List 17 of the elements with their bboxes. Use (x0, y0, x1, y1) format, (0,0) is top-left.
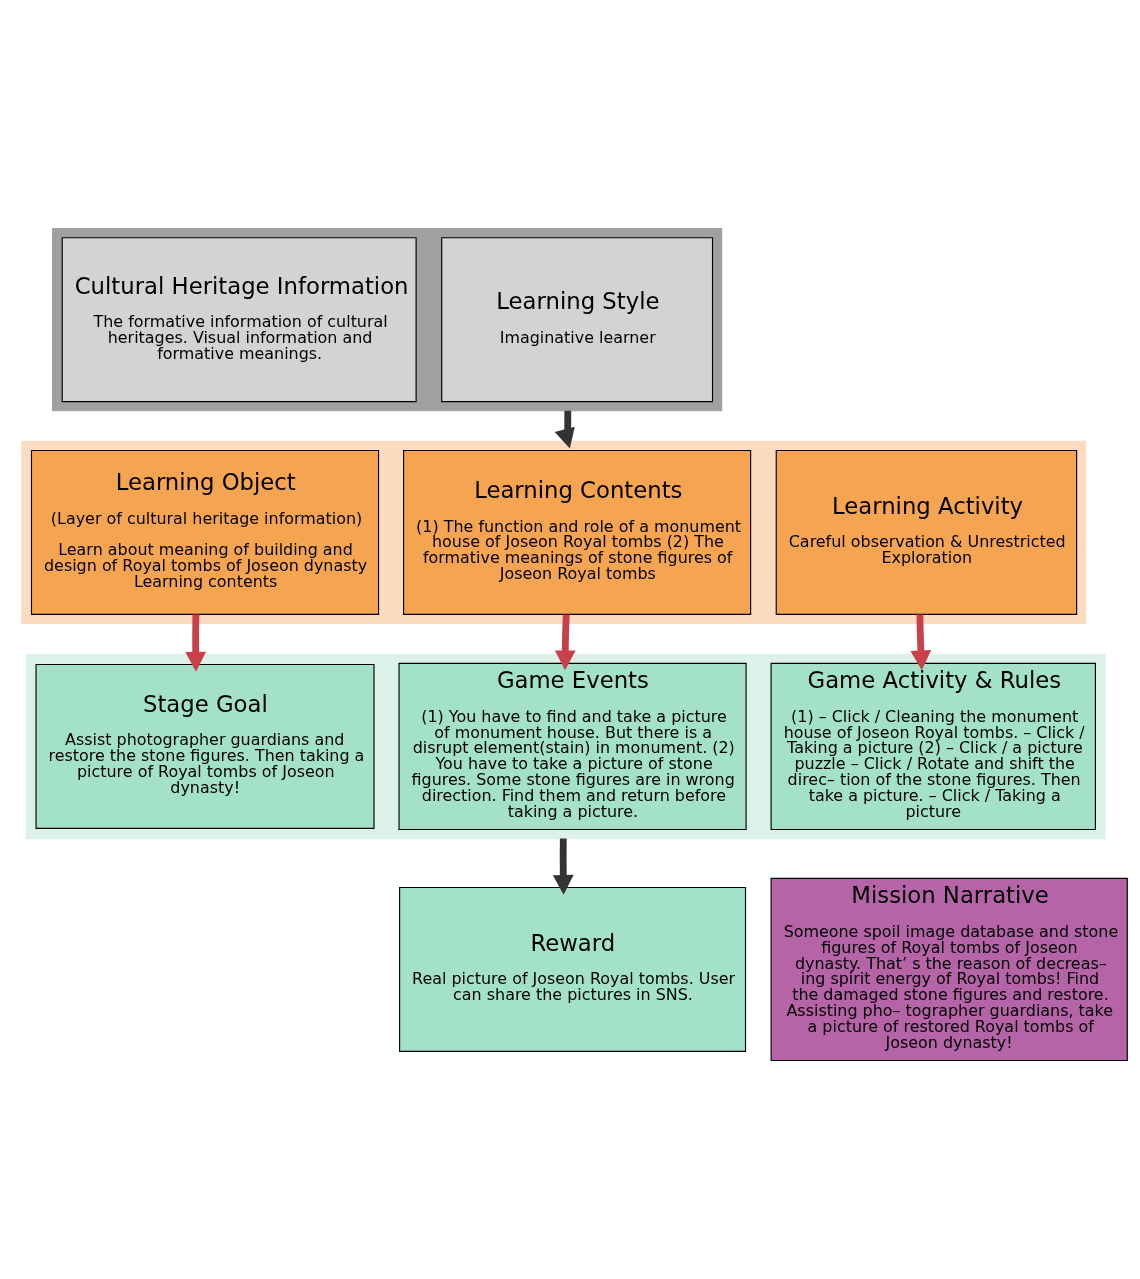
node-box: Stage Goal Assist photographer guardians and restore the stone figures. Then taking a picture of Royal tombs of Joseon dynasty! (35, 663, 375, 829)
arrow (554, 613, 576, 670)
node-box: Cultural Heritage Information The formative information of cultural heritages. Visual information and formative meanings. (61, 236, 417, 402)
arrow (554, 410, 575, 449)
node-box: Game Events (1) You have to find and take a picture of monument house. But there is a disrupt element(stain) in monument. (2) You have to take a picture of stone figures. Some stone figures are in wrong direction. Find them and return before taking a picture. (398, 662, 747, 830)
arrow (552, 838, 574, 895)
cluster (21, 440, 1087, 624)
node-box: Learning Object (Layer of cultural heritage information) Learn about meaning of building and design of Royal tombs of Joseon dynasty Learning contents (30, 449, 380, 615)
node-box: Learning Activity Careful observation & Unrestricted Exploration (775, 449, 1078, 615)
node-box: Reward Real picture of Joseon Royal tombs. User can share the pictures in SNS. (399, 886, 747, 1052)
node-box: Mission Narrative Someone spoil image database and stone figures of Royal tombs of Joseon dynasty. That’ s the reason of decreas– ing spirit energy of Royal tombs! Find the damaged stone figures and restore. Assisting pho– tographer guardians, take a picture of restored Royal tombs of Joseon dynasty! (770, 877, 1128, 1061)
node-box: Learning Style Imaginative learner (441, 236, 714, 402)
arrow (185, 613, 207, 672)
cluster (52, 227, 723, 411)
node-box: Learning Contents (1) The function and role of a monument house of Joseon Royal tombs (2) The formative meanings of stone figures of Joseon Royal tombs (403, 449, 752, 615)
node-box: Game Activity & Rules (1) – Click / Cleaning the monument house of Joseon Royal tombs. – Click / Taking a picture (2) – Click / a picture puzzle – Click / Rotate and shift the direc– tion of the stone figures. Then take a picture. – Click / Taking a picture (770, 662, 1096, 830)
arrow (910, 613, 932, 670)
